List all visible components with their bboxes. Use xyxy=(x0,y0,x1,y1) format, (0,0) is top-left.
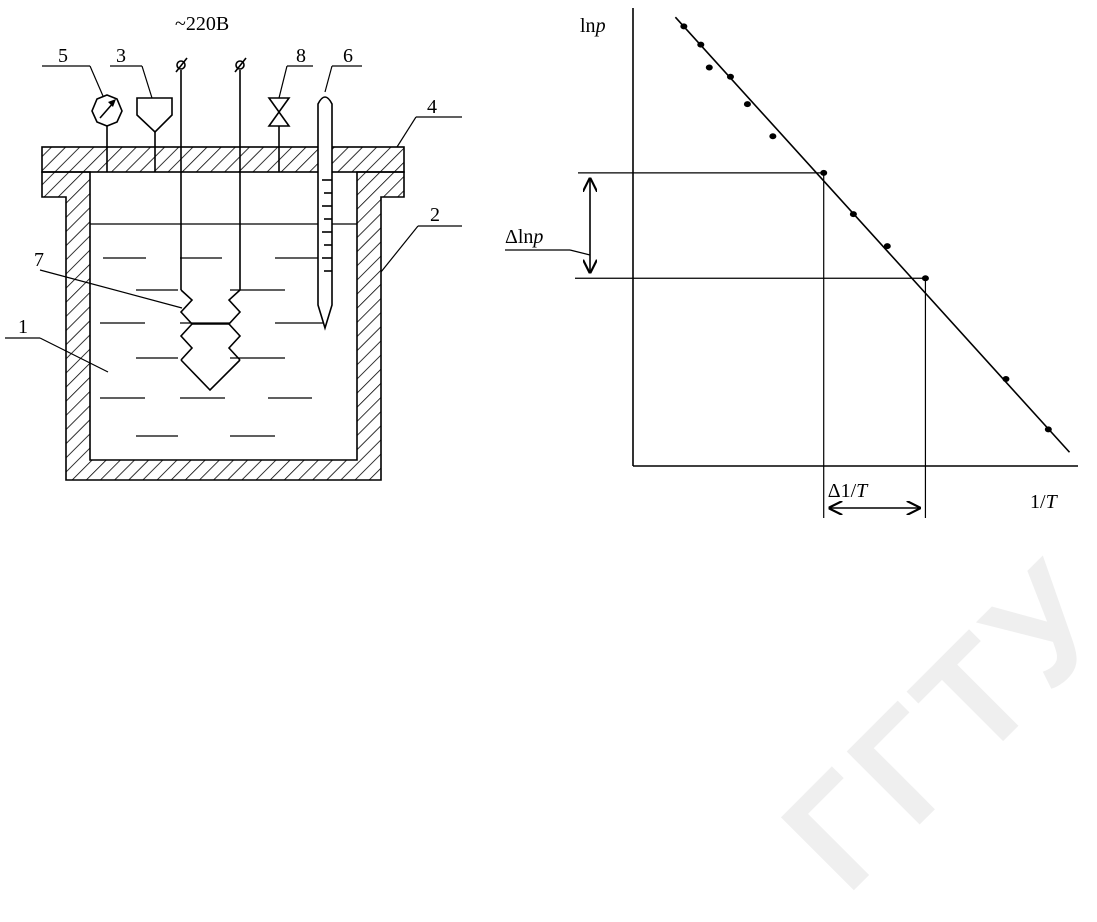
data-point-11 xyxy=(1002,375,1010,382)
leader-lines xyxy=(5,65,462,373)
pressure-gauge xyxy=(91,94,123,172)
delta-x-label: Δ1/T xyxy=(828,480,869,502)
data-point-3 xyxy=(705,64,713,71)
funnel xyxy=(136,97,173,172)
label-6: 6 xyxy=(343,45,353,67)
vessel-wall xyxy=(41,171,405,481)
valve xyxy=(267,97,291,172)
label-1: 1 xyxy=(18,316,28,338)
delta-y-leader-2 xyxy=(569,249,591,256)
label-5: 5 xyxy=(58,45,68,67)
heater-element xyxy=(175,57,247,392)
label-2: 2 xyxy=(430,204,440,226)
x-axis-label: 1/T xyxy=(1030,491,1059,513)
delta-y-label: Δlnp xyxy=(505,226,543,248)
label-8: 8 xyxy=(296,45,306,67)
liquid-dashes xyxy=(100,257,325,437)
apparatus-diagram: ~220В 5 3 8 6 4 2 7 1 xyxy=(5,13,462,481)
data-point-4 xyxy=(726,73,734,80)
label-4: 4 xyxy=(427,96,437,118)
label-3: 3 xyxy=(116,45,126,67)
fit-line xyxy=(674,16,1071,453)
data-point-6 xyxy=(769,133,777,140)
voltage-label: ~220В xyxy=(175,13,229,35)
figure-canvas: ~220В 5 3 8 6 4 2 7 1 lnp 1/T Δlnp Δ1/T xyxy=(5,8,1078,518)
data-point-9 xyxy=(883,243,891,250)
thermometer xyxy=(317,96,333,331)
data-point-5 xyxy=(743,101,751,108)
lid xyxy=(41,146,405,173)
label-7: 7 xyxy=(34,249,44,271)
data-point-8 xyxy=(849,211,857,218)
guide-lines xyxy=(575,172,927,518)
data-point-1 xyxy=(680,23,688,30)
data-point-12 xyxy=(1044,426,1052,433)
graph: lnp 1/T Δlnp Δ1/T xyxy=(505,8,1078,518)
data-point-2 xyxy=(697,41,705,48)
y-axis-label: lnp xyxy=(580,15,606,37)
